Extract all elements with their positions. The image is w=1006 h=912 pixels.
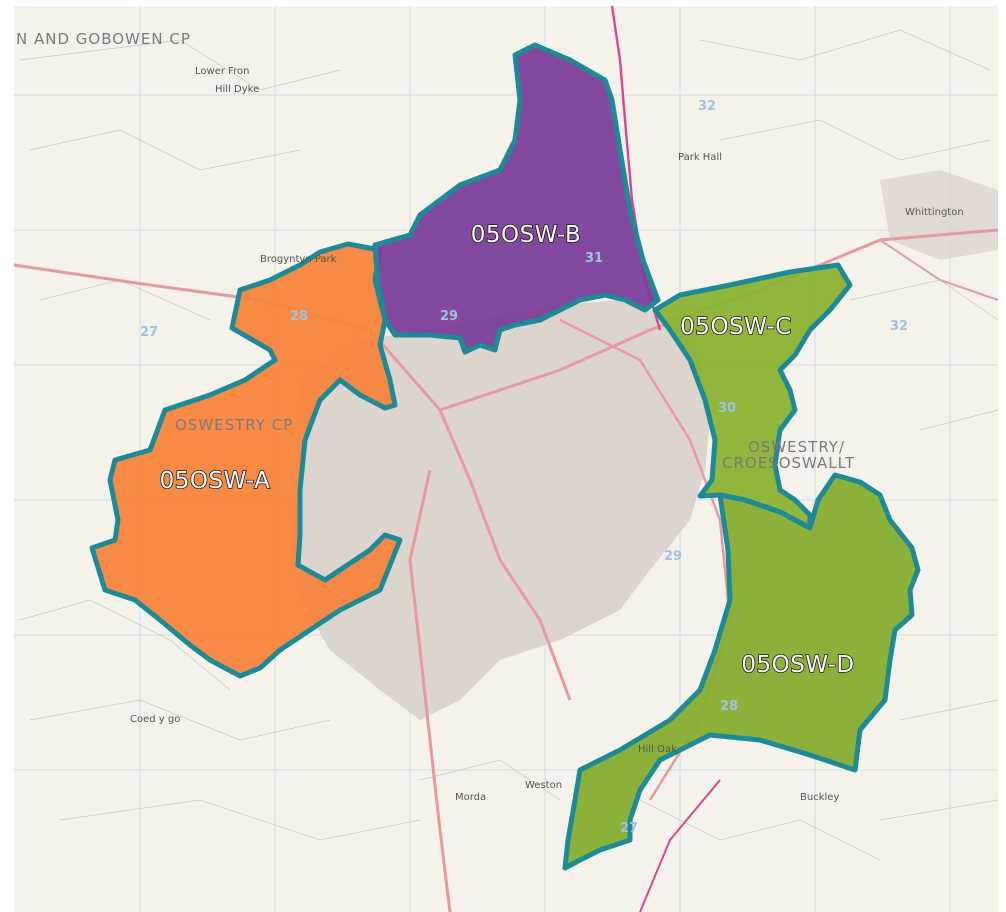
grid-number: 28: [290, 309, 308, 324]
parish-label-croesoswallt: CROESOSWALLT: [722, 454, 855, 472]
place-label-whittington: Whittington: [905, 207, 964, 218]
grid-number: 29: [440, 309, 458, 324]
zones: [89, 42, 921, 871]
grid-numbers: 27 28 29 31 32 32 30 29 28 27: [140, 99, 908, 836]
zone-c-area[interactable]: [652, 262, 853, 531]
grid-number: 27: [140, 325, 158, 340]
place-label-lower-fron: Lower Fron: [195, 66, 250, 77]
zone-b-area[interactable]: [372, 42, 661, 355]
grid-number: 32: [698, 99, 716, 114]
grid-number: 32: [890, 319, 908, 334]
zone-d-area[interactable]: [562, 472, 921, 871]
zone-c-label: 05OSW-C: [680, 314, 792, 340]
field-boundaries: [19, 29, 999, 861]
grid-number: 27: [620, 821, 638, 836]
road-east-side: [879, 239, 999, 301]
place-label-hill-dyke: Hill Dyke: [215, 84, 259, 95]
grid-number: 28: [720, 699, 738, 714]
place-label-coed-y-go: Coed y go: [130, 714, 180, 725]
parish-label-oswestry-2: OSWESTRY/: [748, 438, 845, 456]
grid-number: 30: [718, 401, 736, 416]
rail-line-south: [639, 779, 721, 912]
grid-number: 29: [664, 549, 682, 564]
place-label-hill-oak: Hill Oak: [638, 744, 677, 755]
place-label-weston: Weston: [525, 780, 562, 791]
place-label-buckley: Buckley: [800, 792, 839, 803]
place-label-park-hall: Park Hall: [678, 152, 722, 163]
zone-b-label: 05OSW-B: [471, 222, 582, 248]
place-label-morda: Morda: [455, 792, 486, 803]
zone-a-area[interactable]: [89, 241, 403, 679]
parish-label-oswestry: OSWESTRY CP: [175, 416, 293, 434]
parish-label-gobowen: N AND GOBOWEN CP: [16, 30, 191, 48]
grid-number: 31: [585, 251, 603, 266]
place-label-brogyntyn-park: Brogyntyn Park: [260, 254, 337, 265]
main-road-south: [408, 469, 452, 912]
zone-d-label: 05OSW-D: [741, 652, 854, 678]
zone-a-label: 05OSW-A: [160, 468, 271, 494]
